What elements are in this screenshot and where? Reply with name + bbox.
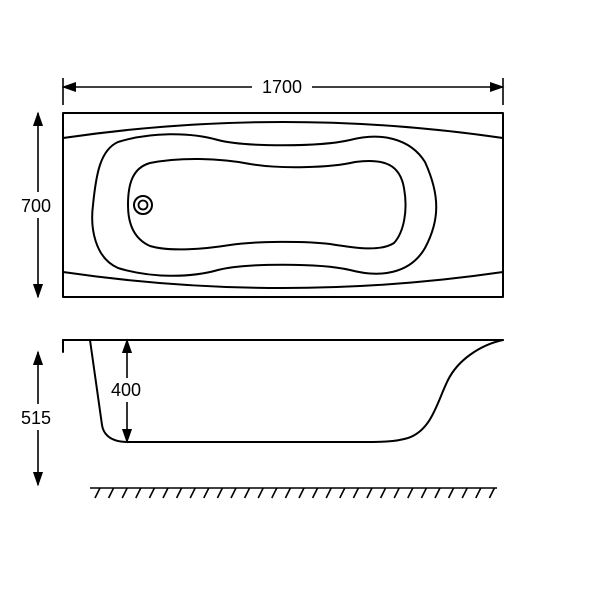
floor-hatch-tick: [393, 487, 400, 499]
floor-hatch-tick: [447, 487, 455, 499]
floor-hatch-tick: [107, 487, 115, 499]
top-view-outer-rim: [62, 112, 504, 298]
floor-hatch-tick: [271, 487, 278, 499]
floor-hatch-tick: [379, 487, 387, 499]
side-view-profile: [62, 339, 504, 443]
floor-hatch-tick: [339, 487, 346, 499]
floor-hatch-tick: [243, 487, 251, 499]
floor-hatch-tick: [189, 487, 196, 499]
floor-hatch-tick: [461, 487, 468, 499]
height-label: 515: [21, 408, 51, 428]
floor-hatch-tick: [352, 487, 360, 499]
top-view-rim-curve-lower: [62, 271, 504, 289]
floor-hatch-tick: [216, 487, 224, 499]
floor-hatch-tick: [135, 487, 142, 499]
floor-hatch-tick: [434, 487, 441, 499]
floor-hatch-tick: [230, 487, 237, 499]
floor-hatch-tick: [148, 487, 156, 499]
floor-hatch-tick: [121, 487, 128, 499]
width-dimension: 700: [14, 111, 62, 299]
floor-hatch-tick: [366, 487, 373, 499]
floor-hatch-tick: [488, 487, 496, 499]
floor-hatch-tick: [407, 487, 414, 499]
floor-hatch-tick: [257, 487, 264, 499]
floor-hatch-tick: [311, 487, 319, 499]
floor-hatch-tick: [203, 487, 210, 499]
floor-hatch-tick: [325, 487, 332, 499]
height-dimension: 515: [14, 350, 62, 487]
width-label: 700: [21, 196, 51, 216]
top-view-rim-curve-upper: [62, 121, 504, 139]
floor-hatch-icon: [90, 487, 497, 499]
floor-hatch-tick: [175, 487, 183, 499]
side-view: [62, 339, 504, 443]
floor-hatch-tick: [298, 487, 305, 499]
depth-dimension: 400: [104, 338, 148, 444]
depth-label: 400: [111, 380, 141, 400]
top-view-basin-outer: [91, 133, 438, 277]
floor-hatch-tick: [475, 487, 482, 499]
top-view-basin-inner: [127, 157, 407, 251]
floor-hatch-tick: [94, 487, 101, 499]
length-label: 1700: [262, 77, 302, 97]
floor-hatch-tick: [284, 487, 292, 499]
top-view: [62, 112, 504, 298]
floor-hatch-tick: [420, 487, 428, 499]
drain-icon: [133, 195, 153, 215]
floor-hatch-tick: [162, 487, 169, 499]
length-dimension: 1700: [61, 74, 505, 105]
